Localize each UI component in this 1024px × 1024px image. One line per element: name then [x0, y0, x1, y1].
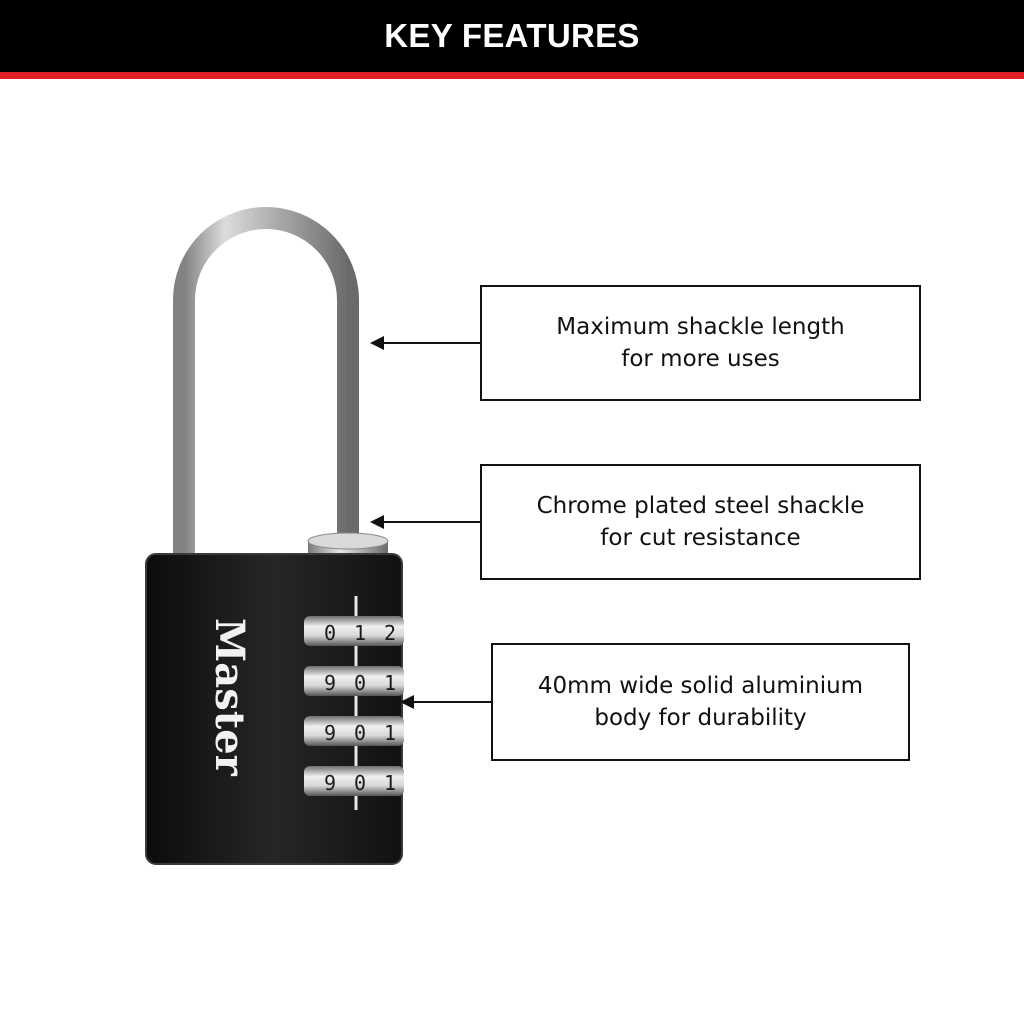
header-bar: KEY FEATURES	[0, 0, 1024, 72]
callout-line: 40mm wide solid aluminium	[537, 673, 864, 699]
callout-line: body for durability	[594, 705, 807, 731]
svg-text:1: 1	[384, 771, 396, 795]
svg-text:9: 9	[324, 771, 336, 795]
callout-line: for cut resistance	[600, 525, 801, 551]
callout-chrome-shackle: Chrome plated steel shackle for cut resi…	[480, 464, 921, 580]
dial-4[interactable]: 9 0 1	[304, 766, 404, 796]
callout-line: Chrome plated steel shackle	[536, 493, 865, 519]
svg-text:2: 2	[384, 621, 396, 645]
dial-3[interactable]: 9 0 1	[304, 716, 404, 746]
lock-body	[146, 554, 402, 864]
callout-shackle-length: Maximum shackle length for more uses	[480, 285, 921, 401]
shackle	[173, 207, 359, 576]
svg-text:1: 1	[384, 671, 396, 695]
arrow-left-icon	[370, 336, 480, 350]
header-accent-stripe	[0, 72, 1024, 79]
svg-text:1: 1	[384, 721, 396, 745]
callout-line: Maximum shackle length	[556, 314, 845, 340]
svg-text:0: 0	[324, 621, 336, 645]
svg-text:9: 9	[324, 671, 336, 695]
callout-line: for more uses	[621, 346, 780, 372]
svg-text:0: 0	[354, 671, 366, 695]
brand-logo: Master	[206, 618, 253, 777]
page-title: KEY FEATURES	[384, 17, 640, 54]
svg-text:0: 0	[354, 771, 366, 795]
dial-2[interactable]: 9 0 1	[304, 666, 404, 696]
arrow-left-icon	[400, 695, 491, 709]
svg-text:1: 1	[354, 621, 366, 645]
svg-text:9: 9	[324, 721, 336, 745]
arrow-left-icon	[370, 515, 480, 529]
svg-text:0: 0	[354, 721, 366, 745]
dial-1[interactable]: 0 1 2	[304, 616, 404, 646]
callout-aluminium-body: 40mm wide solid aluminium body for durab…	[491, 643, 910, 761]
